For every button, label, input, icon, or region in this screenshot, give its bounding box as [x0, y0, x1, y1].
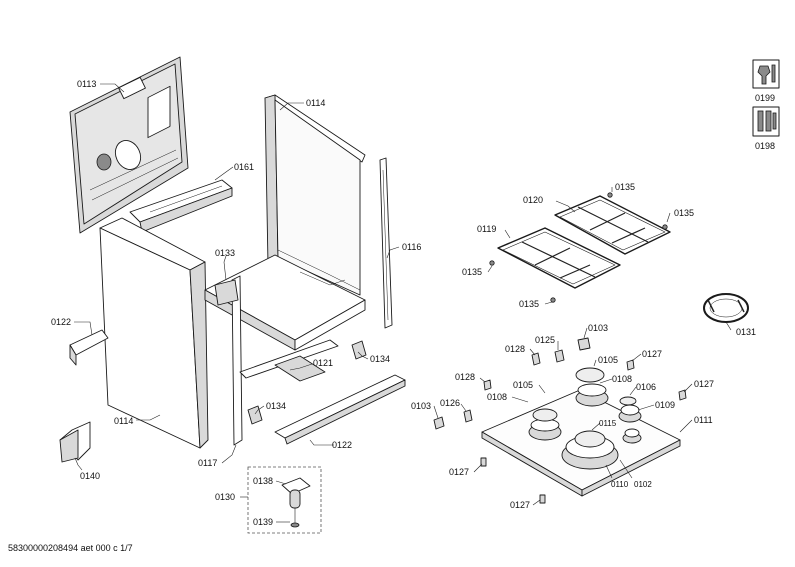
- label-0199: 0199: [755, 93, 775, 103]
- label-0106: 0106: [636, 382, 656, 392]
- label-0127-d: 0127: [510, 500, 530, 510]
- label-0121: 0121: [313, 358, 333, 368]
- label-0114-top: 0114: [306, 98, 325, 108]
- label-0122-left: 0122: [51, 317, 71, 327]
- document-id: 58300000208494 aet 000 c 1/7: [8, 543, 133, 553]
- label-0105-top: 0105: [598, 355, 618, 365]
- corner-bracket-part: [59, 421, 91, 463]
- label-0138: 0138: [253, 476, 273, 486]
- label-0119: 0119: [477, 224, 496, 234]
- back-panel-part: [69, 56, 189, 234]
- label-0114-bottom: 0114: [114, 416, 133, 426]
- burner-front-left-part: [528, 408, 562, 441]
- burner-rear-part: [575, 367, 609, 407]
- label-0108-top: 0108: [612, 374, 632, 384]
- left-foot-bracket-part: [69, 329, 109, 366]
- plate-0138-part: [281, 477, 311, 495]
- label-0133: 0133: [215, 248, 235, 258]
- label-0108-left: 0108: [487, 392, 507, 402]
- leader-lines: [74, 83, 732, 523]
- label-0131: 0131: [736, 327, 756, 337]
- label-0125: 0125: [535, 335, 555, 345]
- label-0135-a: 0135: [615, 182, 635, 192]
- label-0109: 0109: [655, 400, 675, 410]
- label-0135-b: 0135: [674, 208, 694, 218]
- label-0113: 0113: [77, 79, 96, 89]
- label-0198: 0198: [755, 141, 775, 151]
- right-side-panel-part: [264, 94, 366, 296]
- label-0135-d: 0135: [519, 299, 539, 309]
- label-0120: 0120: [523, 195, 543, 205]
- label-0161: 0161: [234, 162, 254, 172]
- label-0110: 0110: [611, 480, 629, 489]
- label-0140: 0140: [80, 471, 100, 481]
- label-0111: 0111: [694, 415, 713, 425]
- part-labels: 0113 0114 0161 0116 0133 0122 0121 0134 …: [51, 79, 775, 527]
- clip-left-part: [247, 405, 263, 425]
- bottom-rail-part: [274, 374, 406, 445]
- burner-small-part: [618, 396, 642, 423]
- label-0128-mid: 0128: [455, 372, 475, 382]
- left-side-panel-part: [99, 217, 209, 449]
- side-rail-part: [379, 157, 393, 329]
- pan-support-right-part: [554, 195, 671, 255]
- label-0135-c: 0135: [462, 267, 482, 277]
- kit-0130-box: [247, 466, 322, 534]
- label-0128-top: 0128: [505, 344, 525, 354]
- label-0105-left: 0105: [513, 380, 533, 390]
- label-0134-right: 0134: [370, 354, 390, 364]
- label-0122-bottom: 0122: [332, 440, 352, 450]
- rubber-foot-parts: [489, 192, 668, 303]
- front-rail-part: [239, 339, 339, 382]
- label-0139: 0139: [253, 517, 273, 527]
- label-0102: 0102: [634, 480, 652, 489]
- label-0117: 0117: [198, 458, 217, 468]
- label-0127-c: 0127: [449, 467, 469, 477]
- burner-front-small-part: [622, 428, 642, 444]
- label-0103-left: 0103: [411, 401, 431, 411]
- small-hardware-parts: [433, 337, 687, 504]
- burner-large-part: [561, 430, 619, 470]
- label-0103-top: 0103: [588, 323, 608, 333]
- wok-ring-part: [703, 293, 749, 323]
- tools-wrench-screwdriver-icon: [752, 59, 780, 89]
- label-0130: 0130: [215, 492, 235, 502]
- label-0115: 0115: [599, 419, 617, 428]
- label-0134-left: 0134: [266, 401, 286, 411]
- foot-0139-part: [289, 489, 301, 509]
- front-post-part: [214, 275, 243, 446]
- label-0126: 0126: [440, 398, 460, 408]
- label-0127-b: 0127: [694, 379, 714, 389]
- label-0116: 0116: [402, 242, 421, 252]
- bottom-tray-part: [204, 254, 366, 351]
- screws-icon: [752, 106, 780, 137]
- clip-right-part: [351, 340, 367, 360]
- pan-support-left-part: [497, 227, 621, 289]
- label-0127-a: 0127: [642, 349, 662, 359]
